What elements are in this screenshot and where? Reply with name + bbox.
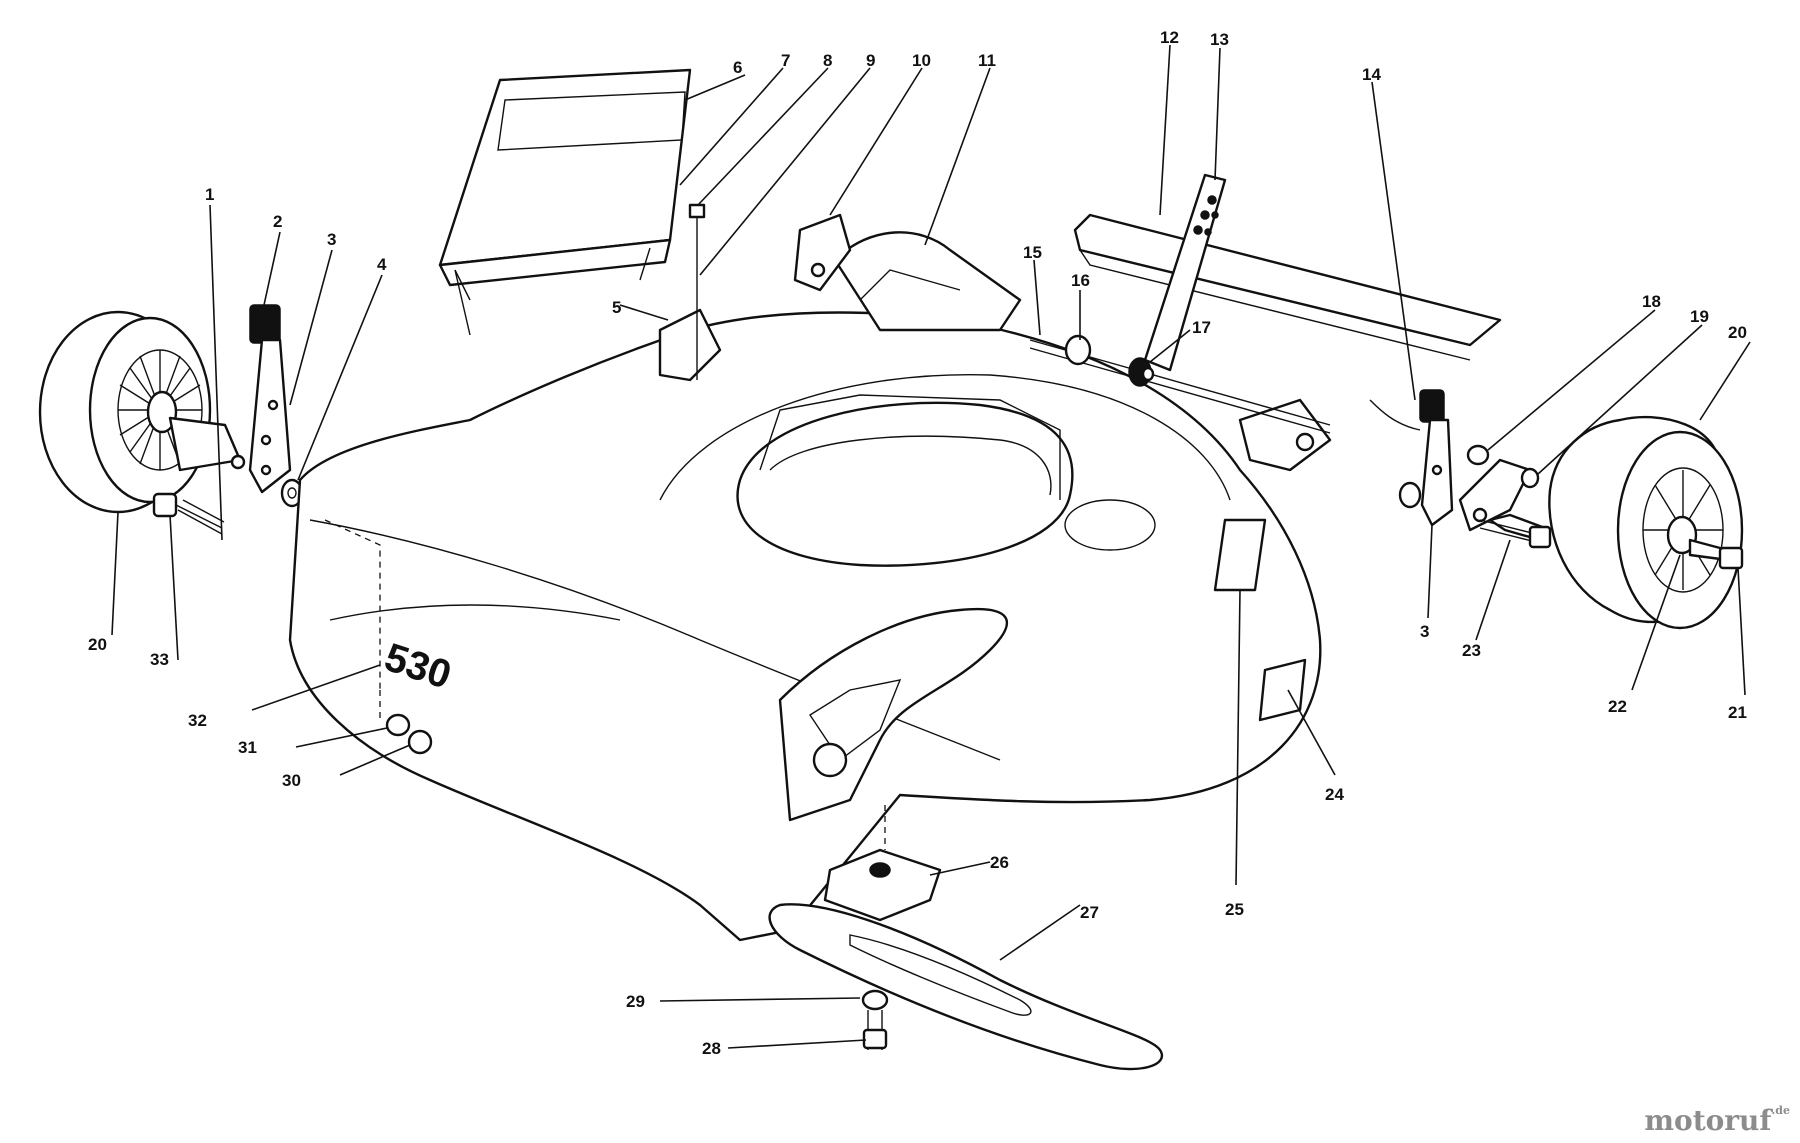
callout-12: 12 xyxy=(1160,28,1179,47)
callout-8: 8 xyxy=(823,51,832,70)
callout-labels: 1 2 3 4 5 6 7 8 9 10 11 12 13 14 15 16 1… xyxy=(88,28,1747,1058)
callout-13: 13 xyxy=(1210,30,1229,49)
leader-lines xyxy=(111,44,1751,1049)
handle-bracket-13 xyxy=(1143,173,1227,372)
callout-4: 4 xyxy=(377,255,387,274)
callout-31: 31 xyxy=(238,738,257,757)
callout-2: 2 xyxy=(273,212,282,231)
blade xyxy=(768,903,1164,1071)
callout-20-right: 20 xyxy=(1728,323,1747,342)
callout-25: 25 xyxy=(1225,900,1244,919)
callout-29: 29 xyxy=(626,992,645,1011)
callout-33: 33 xyxy=(150,650,169,669)
callout-17: 17 xyxy=(1192,318,1211,337)
callout-21: 21 xyxy=(1728,703,1747,722)
callout-9: 9 xyxy=(866,51,875,70)
blade-adapter xyxy=(823,805,942,922)
screw-8 xyxy=(688,203,706,380)
right-height-adjuster xyxy=(1369,389,1454,527)
callout-3-right: 3 xyxy=(1420,622,1429,641)
handle-crossbar xyxy=(1073,213,1502,361)
callout-11: 11 xyxy=(978,51,996,70)
left-axle-bolt xyxy=(152,492,225,535)
callout-16: 16 xyxy=(1071,271,1090,290)
callout-1: 1 xyxy=(205,185,214,204)
left-wheel xyxy=(38,310,246,514)
nut-washer-30-31 xyxy=(379,690,433,755)
watermark-text: motoruf xyxy=(1644,1104,1772,1137)
callout-23: 23 xyxy=(1462,641,1481,660)
left-height-adjuster xyxy=(248,304,292,494)
callout-27: 27 xyxy=(1080,903,1099,922)
callout-26: 26 xyxy=(990,853,1009,872)
rear-flap xyxy=(438,68,692,336)
callout-3: 3 xyxy=(327,230,336,249)
callout-5: 5 xyxy=(612,298,621,317)
callout-22: 22 xyxy=(1608,697,1627,716)
right-pivot-arm xyxy=(1458,444,1547,542)
axle-rod-15 xyxy=(1029,334,1331,434)
blade-bolt xyxy=(861,989,889,1050)
watermark-logo: motoruf.de xyxy=(1644,1104,1790,1137)
callout-24: 24 xyxy=(1325,785,1344,804)
callout-14: 14 xyxy=(1362,65,1381,84)
mower-deck: 530 xyxy=(288,231,1332,942)
callout-15: 15 xyxy=(1023,243,1042,262)
callout-30: 30 xyxy=(282,771,301,790)
callout-7: 7 xyxy=(781,51,790,70)
callout-6: 6 xyxy=(733,58,742,77)
callout-19: 19 xyxy=(1690,307,1709,326)
right-axle-bolt xyxy=(1479,519,1552,549)
callout-18: 18 xyxy=(1642,292,1661,311)
callout-32: 32 xyxy=(188,711,207,730)
right-washer xyxy=(1398,481,1422,509)
callout-10: 10 xyxy=(912,51,931,70)
bracket-10 xyxy=(793,213,852,292)
callout-20-left: 20 xyxy=(88,635,107,654)
right-wheel xyxy=(1548,415,1744,630)
callout-28: 28 xyxy=(702,1039,721,1058)
watermark-suffix: .de xyxy=(1771,1104,1790,1117)
